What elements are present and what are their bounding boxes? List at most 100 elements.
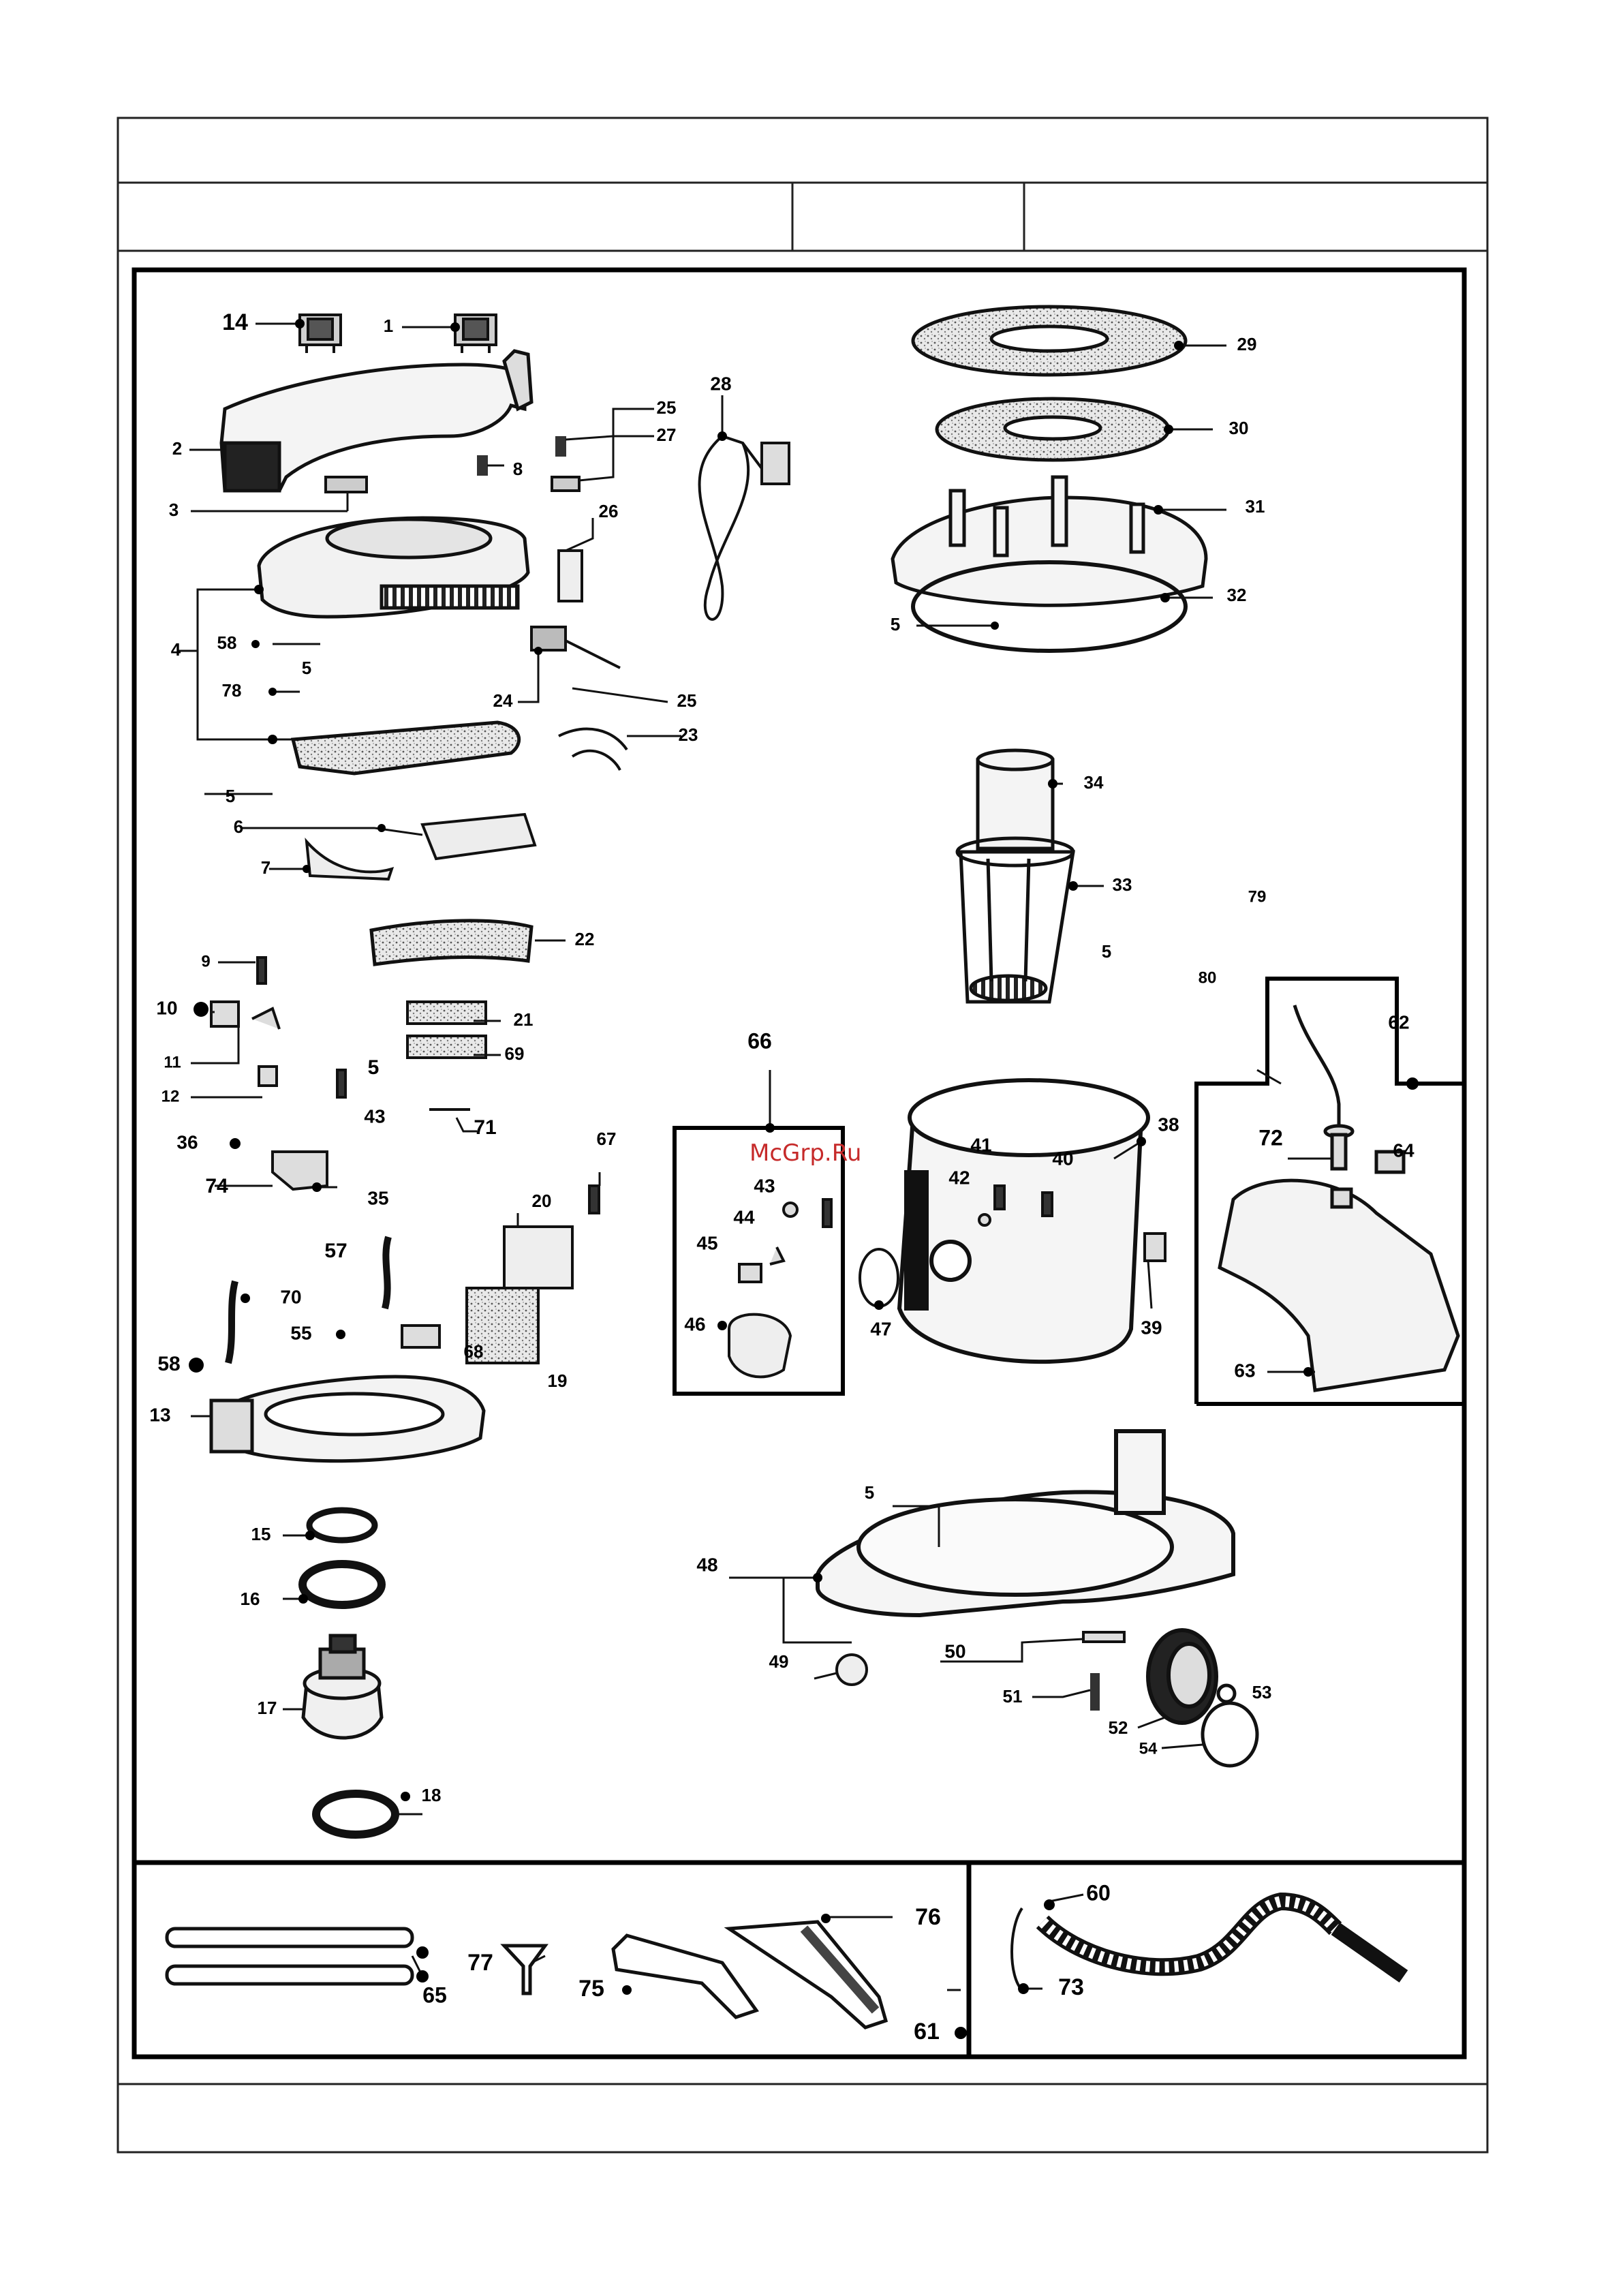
gasket-part-29 xyxy=(913,307,1186,375)
motor-part-17 xyxy=(303,1636,382,1738)
callout-41: 41 xyxy=(970,1134,991,1155)
axle-part-50 xyxy=(1083,1632,1124,1642)
callout-5: 5 xyxy=(368,1056,380,1079)
pin-part-51 xyxy=(1090,1673,1100,1711)
callout-9: 9 xyxy=(201,952,210,970)
tray-part-6 xyxy=(422,814,535,859)
callout-48: 48 xyxy=(696,1554,717,1575)
tubes-part-65 xyxy=(167,1929,412,1984)
callout-23: 23 xyxy=(679,724,698,745)
callout-57: 57 xyxy=(324,1240,347,1262)
callout-46: 46 xyxy=(684,1313,705,1334)
callout-75: 75 xyxy=(578,1976,604,2002)
pcb-part-24 xyxy=(531,627,620,668)
callout-39: 39 xyxy=(1141,1317,1162,1338)
callout-24: 24 xyxy=(493,690,513,711)
callout-36: 36 xyxy=(176,1131,198,1152)
callout-52: 52 xyxy=(1109,1717,1128,1738)
callout-29: 29 xyxy=(1237,334,1257,354)
callout-49: 49 xyxy=(769,1651,789,1672)
clamp-part-27 xyxy=(552,477,579,491)
callout-4: 4 xyxy=(171,639,181,660)
callout-17: 17 xyxy=(258,1698,277,1718)
callout-70: 70 xyxy=(280,1286,301,1307)
callout-5: 5 xyxy=(302,658,311,678)
pipe-part-72 xyxy=(1295,1005,1352,1169)
screw-part-8 xyxy=(477,455,488,476)
callout-31: 31 xyxy=(1246,496,1265,517)
callout-8: 8 xyxy=(513,459,523,479)
lower-housing-part-13 xyxy=(211,1377,484,1461)
callout-10: 10 xyxy=(156,997,177,1018)
callout-67: 67 xyxy=(597,1129,617,1149)
callout-15: 15 xyxy=(251,1524,271,1544)
callout-65: 65 xyxy=(422,1983,447,2007)
callout-77: 77 xyxy=(467,1950,493,1976)
callout-44: 44 xyxy=(733,1206,755,1227)
callout-19: 19 xyxy=(548,1371,568,1391)
base-part-31 xyxy=(893,477,1206,605)
callout-54: 54 xyxy=(1139,1739,1158,1758)
callout-61: 61 xyxy=(914,2019,940,2045)
cap-part-54 xyxy=(1203,1703,1257,1766)
funnel-part-77 xyxy=(504,1946,545,1993)
watermark: McGrp.Ru xyxy=(749,1139,861,1167)
callout-74: 74 xyxy=(205,1175,228,1197)
callout-58: 58 xyxy=(157,1353,180,1375)
callout-5: 5 xyxy=(1102,941,1111,962)
callout-11: 11 xyxy=(164,1053,181,1071)
callout-79: 79 xyxy=(1248,887,1267,906)
callout-30: 30 xyxy=(1229,418,1249,438)
motor-gasket-part-18 xyxy=(316,1794,395,1835)
switch-part-1 xyxy=(455,315,496,353)
float-part-34 xyxy=(978,750,1053,848)
callout-43: 43 xyxy=(754,1175,775,1196)
callout-42: 42 xyxy=(948,1167,970,1188)
power-cord-part-28 xyxy=(700,436,789,619)
callout-7: 7 xyxy=(261,857,270,878)
callout-78: 78 xyxy=(222,680,242,701)
caster-part-49 xyxy=(837,1655,867,1685)
motor-gasket-part-16 xyxy=(303,1564,382,1605)
callout-32: 32 xyxy=(1227,585,1247,605)
callout-1: 1 xyxy=(384,316,393,336)
callout-69: 69 xyxy=(505,1043,525,1064)
wheel-part-52 xyxy=(1148,1630,1216,1723)
callout-51: 51 xyxy=(1003,1686,1023,1706)
callout-45: 45 xyxy=(696,1232,717,1253)
callout-27: 27 xyxy=(657,425,677,445)
base-part-48 xyxy=(818,1431,1233,1615)
callout-68: 68 xyxy=(464,1341,484,1362)
small-components-left xyxy=(211,958,599,1363)
clip-part-7 xyxy=(307,842,392,879)
callout-2: 2 xyxy=(172,438,182,459)
callout-38: 38 xyxy=(1158,1114,1179,1135)
callout-26: 26 xyxy=(599,501,619,521)
callout-63: 63 xyxy=(1234,1360,1255,1381)
callout-50: 50 xyxy=(944,1640,965,1662)
callout-47: 47 xyxy=(870,1318,891,1339)
callout-3: 3 xyxy=(169,500,179,520)
float-cage-part-33 xyxy=(957,838,1073,1002)
callout-76: 76 xyxy=(915,1904,941,1930)
sleeve-part-26 xyxy=(559,551,582,601)
tank-part-38 xyxy=(899,1080,1148,1362)
clip-part-53 xyxy=(1218,1685,1235,1702)
screw-part-25 xyxy=(555,436,566,457)
motor-gasket-part-15 xyxy=(309,1510,375,1540)
callout-72: 72 xyxy=(1258,1125,1283,1150)
callout-21: 21 xyxy=(514,1009,534,1030)
callout-14: 14 xyxy=(222,309,248,335)
callout-33: 33 xyxy=(1113,874,1132,895)
callout-64: 64 xyxy=(1393,1139,1415,1161)
callout-5: 5 xyxy=(891,614,900,634)
callout-5: 5 xyxy=(865,1482,874,1503)
filter-plate-part-4 xyxy=(293,722,519,774)
wiring-part-23 xyxy=(559,729,627,770)
foam-part-22 xyxy=(371,921,531,964)
callout-20: 20 xyxy=(532,1191,552,1211)
tank-part-63 xyxy=(1220,1152,1458,1390)
callout-12: 12 xyxy=(161,1087,180,1105)
bracket-part-3 xyxy=(326,477,367,492)
switch-part-14 xyxy=(300,315,341,353)
